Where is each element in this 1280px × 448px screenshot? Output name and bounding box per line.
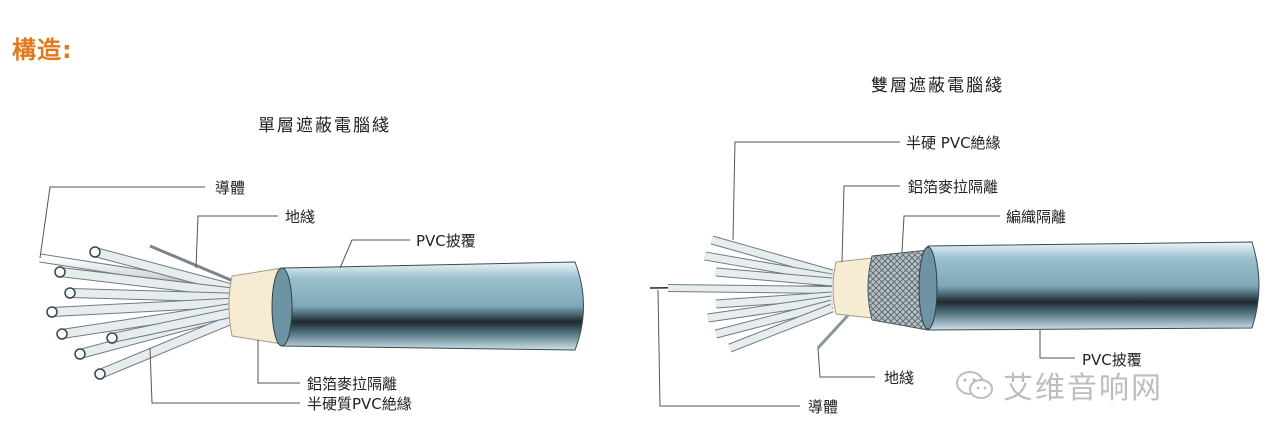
left-label-conductor: 導體	[215, 179, 246, 197]
leader-r-conductor	[657, 289, 800, 407]
left-jacket	[273, 261, 584, 351]
right-label-insulation: 半硬 PVC絶緣	[906, 134, 1001, 152]
leader-conductor	[39, 186, 205, 259]
right-label-foil: 鋁箔麥拉隔離	[908, 178, 999, 196]
left-wire	[61, 302, 246, 338]
left-label-ground: 地綫	[285, 208, 316, 226]
left-cable-title: 單層遮蔽電腦綫	[258, 116, 391, 136]
leader-r-jacket	[1039, 330, 1075, 359]
left-label-insulation: 半硬質PVC絶緣	[307, 395, 412, 413]
right-wire	[704, 252, 833, 282]
left-wire	[149, 244, 246, 288]
left-label-foil: 鋁箔麥拉隔離	[307, 375, 398, 393]
leader-foil	[257, 340, 300, 384]
left-wire	[98, 310, 247, 378]
watermark: 艾维音响网	[955, 363, 1163, 407]
right-wire	[728, 304, 834, 352]
right-label-braid: 編織隔離	[1006, 208, 1067, 226]
leader-r-insulation	[732, 141, 900, 241]
leader-r-ground	[817, 347, 875, 378]
right-wire	[707, 296, 833, 322]
leader-jacket	[339, 239, 410, 269]
right-wire	[715, 300, 833, 338]
wechat-icon	[956, 371, 993, 399]
right-cable	[649, 235, 1260, 353]
left-leader-lines	[39, 186, 410, 404]
right-wires	[667, 235, 864, 353]
left-label-jacket: PVC披覆	[416, 232, 476, 250]
right-jacket	[921, 241, 1260, 331]
left-cable	[39, 244, 584, 380]
left-wire-ends	[46, 246, 118, 380]
left-wire	[69, 289, 246, 302]
right-wire	[711, 236, 833, 278]
left-wire	[111, 306, 246, 342]
leader-r-braid	[901, 215, 1000, 253]
right-label-jacket: PVC披覆	[1082, 351, 1142, 369]
right-cable-title: 雙層遮蔽電腦綫	[871, 76, 1004, 96]
left-wires	[39, 244, 247, 379]
left-wire	[51, 298, 246, 316]
right-wire	[667, 285, 833, 293]
right-label-conductor: 導體	[808, 398, 839, 416]
left-wire	[59, 268, 246, 298]
right-leader-lines	[657, 141, 1075, 407]
right-label-ground: 地綫	[884, 369, 915, 387]
watermark-text: 艾维音响网	[1003, 371, 1163, 406]
leader-ground	[195, 215, 278, 269]
leader-insulation	[149, 347, 300, 404]
right-wire	[715, 268, 833, 286]
left-wire	[93, 248, 247, 296]
section-heading: 構造:	[12, 36, 73, 64]
leader-r-foil	[841, 185, 900, 263]
right-wire	[715, 292, 833, 308]
